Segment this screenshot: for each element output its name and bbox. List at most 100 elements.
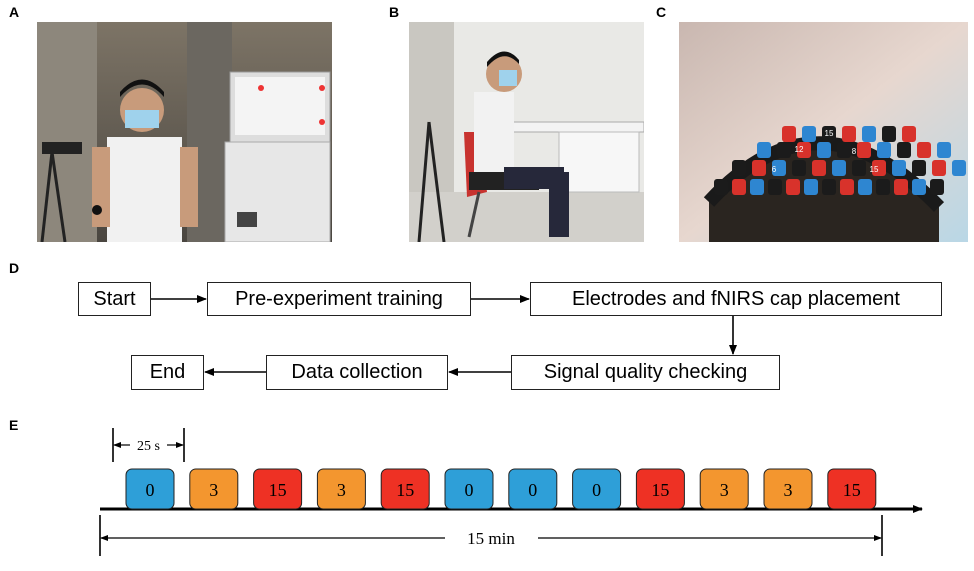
cap-optode: [930, 179, 944, 195]
cap-optode: [892, 160, 906, 176]
cap-optode: [877, 142, 891, 158]
flow-checking-box: Signal quality checking: [511, 355, 780, 390]
flow-training-box: Pre-experiment training: [207, 282, 471, 316]
timeline-block-rect: [827, 468, 877, 510]
cap-optode-label: 15: [870, 165, 879, 174]
photo-b-side-view-subject: [409, 22, 644, 242]
timeline-block: 0: [572, 468, 622, 510]
photo-c-fnirs-cap: 15 8 15 12 6: [679, 22, 968, 242]
cap-optode: [912, 179, 926, 195]
cap-optode: [842, 126, 856, 142]
cap-optode: [802, 126, 816, 142]
timeline-block: 3: [189, 468, 239, 510]
timeline-block: 15: [635, 468, 685, 510]
timeline-block-label: 15: [269, 480, 287, 500]
cap-optode: [840, 179, 854, 195]
timeline-block-rect: [508, 468, 558, 510]
cap-optode: [792, 160, 806, 176]
timeline-block-label: 0: [592, 480, 601, 500]
timeline-block-label: 15: [651, 480, 669, 500]
cap-optode: [772, 160, 786, 176]
timeline-block-rect: [316, 468, 366, 510]
timeline-block-rect: [572, 468, 622, 510]
cap-optode: [872, 160, 886, 176]
cap-optode: [782, 126, 796, 142]
cap-optode: [817, 142, 831, 158]
timeline-block: 3: [763, 468, 813, 510]
timeline-block-label: 0: [528, 480, 537, 500]
flow-collection-box: Data collection: [266, 355, 448, 390]
cap-optode: [952, 160, 966, 176]
cap-optode: [837, 142, 851, 158]
cap-optode-label: 12: [795, 145, 804, 154]
flow-start-box: Start: [78, 282, 151, 316]
timeline-block: 3: [699, 468, 749, 510]
cap-optode: [894, 179, 908, 195]
flow-end-box: End: [131, 355, 204, 390]
timeline-block-label: 0: [465, 480, 474, 500]
cap-optode: [786, 179, 800, 195]
cap-optode: [768, 179, 782, 195]
cap-optode: [882, 126, 896, 142]
block-duration-label: 25 s: [137, 439, 160, 454]
timeline-block-label: 0: [146, 480, 155, 500]
panel-label-b: B: [389, 4, 400, 20]
cap-optode: [876, 179, 890, 195]
timeline-block-label: 3: [337, 480, 346, 500]
cap-optode: [902, 126, 916, 142]
cap-optode: [862, 126, 876, 142]
timeline-block-rect: [635, 468, 685, 510]
timeline-block-label: 3: [209, 480, 218, 500]
timeline-block: 0: [125, 468, 175, 510]
cap-optode: [812, 160, 826, 176]
timeline-block-label: 15: [843, 480, 861, 500]
cap-optode: [852, 160, 866, 176]
cap-optode: [822, 126, 836, 142]
flow-placement-box: Electrodes and fNIRS cap placement: [530, 282, 942, 316]
timeline-block-rect: [444, 468, 494, 510]
timeline-block: 15: [380, 468, 430, 510]
cap-optode-label: 8: [852, 147, 857, 156]
timeline-block-rect: [699, 468, 749, 510]
panel-label-e: E: [9, 417, 19, 433]
cap-optode-label: 6: [772, 165, 777, 174]
cap-optode: [912, 160, 926, 176]
timeline-block-rect: [380, 468, 430, 510]
timeline-block: 15: [253, 468, 303, 510]
cap-optode: [897, 142, 911, 158]
panel-label-c: C: [656, 4, 667, 20]
panel-label-a: A: [9, 4, 20, 20]
cap-optode: [714, 179, 728, 195]
timeline-block: 3: [316, 468, 366, 510]
cap-optode: [750, 179, 764, 195]
cap-optode: [752, 160, 766, 176]
cap-optode: [757, 142, 771, 158]
timeline-block: 0: [444, 468, 494, 510]
cap-optode: [937, 142, 951, 158]
cap-optode: [732, 160, 746, 176]
cap-optode: [822, 179, 836, 195]
cap-optode: [804, 179, 818, 195]
timeline-block-label: 3: [720, 480, 729, 500]
cap-optode: [858, 179, 872, 195]
cap-optode: [917, 142, 931, 158]
cap-optode: [857, 142, 871, 158]
cap-optode-label: 15: [825, 129, 834, 138]
timeline-block: 15: [827, 468, 877, 510]
timeline-block-label: 15: [396, 480, 414, 500]
timeline-block-rect: [763, 468, 813, 510]
cap-optode: [832, 160, 846, 176]
timeline-block-rect: [253, 468, 303, 510]
timeline-block: 0: [508, 468, 558, 510]
total-duration-label: 15 min: [467, 529, 515, 548]
cap-optode: [732, 179, 746, 195]
cap-optode: [932, 160, 946, 176]
cap-optode: [777, 142, 791, 158]
timeline-block-rect: [189, 468, 239, 510]
panel-label-d: D: [9, 260, 20, 276]
timeline-block-rect: [125, 468, 175, 510]
timeline-block-label: 3: [784, 480, 793, 500]
photo-a-subject-with-equipment: [37, 22, 332, 242]
cap-optode: [797, 142, 811, 158]
